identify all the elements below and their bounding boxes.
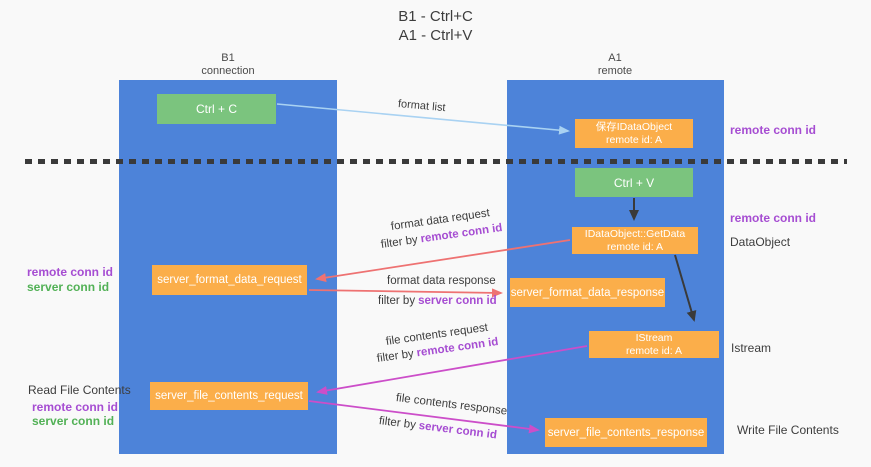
server-file-contents-response-box: server_file_contents_response <box>545 418 707 447</box>
lifeline-b1-role: connection <box>201 65 255 77</box>
server-file-contents-request-box: server_file_contents_request <box>150 382 308 410</box>
left-remote-conn-id-1: remote conn id <box>27 265 114 279</box>
getdata-remote-id: remote id: A <box>606 240 664 253</box>
filter-server-conn-id-2: server conn id <box>418 419 498 442</box>
server-file-contents-request-label: server_file_contents_request <box>155 390 303 402</box>
clipboard-boundary-dashed-line <box>25 159 847 164</box>
format-data-response-label: format data response <box>387 275 496 287</box>
arrow-format-data-response <box>308 288 503 298</box>
istream-title: IStream <box>635 332 673 344</box>
lifeline-header-b1: B1 connection <box>158 52 298 78</box>
istream-remote-id: remote id: A <box>625 344 683 357</box>
filter-by-text-1: filter by <box>380 233 419 251</box>
save-idataobject-title: 保存IDataObject <box>595 121 673 133</box>
filter-by-text-4: filter by <box>378 415 417 432</box>
lifeline-a1-name: A1 <box>608 52 622 64</box>
lifeline-header-a1: A1 remote <box>545 52 685 78</box>
format-list-label: format list <box>397 98 447 115</box>
lifeline-b1-name: B1 <box>221 52 235 64</box>
filter-server-conn-id-1: server conn id <box>418 295 497 307</box>
lifeline-a1-role: remote <box>597 65 633 77</box>
left-remote-conn-id-2: remote conn id <box>32 400 119 414</box>
idataobject-getdata-box: IDataObject::GetData remote id: A <box>572 227 698 254</box>
left-server-conn-id-1: server conn id <box>27 280 110 294</box>
ctrl-c-label: Ctrl + C <box>195 102 237 116</box>
server-format-data-request-box: server_format_data_request <box>152 265 307 295</box>
title-line-1: B1 - Ctrl+C <box>398 8 473 25</box>
save-idataobject-box: 保存IDataObject remote id: A <box>575 119 693 148</box>
ctrl-c-box: Ctrl + C <box>157 94 276 124</box>
diagram-title: B1 - Ctrl+C A1 - Ctrl+V <box>0 7 871 45</box>
write-file-contents-label: Write File Contents <box>737 423 839 437</box>
getdata-title: IDataObject::GetData <box>584 228 686 240</box>
filter-by-text-3: filter by <box>376 347 415 365</box>
server-format-data-response-box: server_format_data_response <box>510 278 665 307</box>
ctrl-v-box: Ctrl + V <box>575 168 693 197</box>
save-idataobject-remote-id: remote id: A <box>605 133 663 146</box>
ctrl-v-label: Ctrl + V <box>613 175 655 190</box>
dataobject-label: DataObject <box>730 235 791 249</box>
istream-side-label: Istream <box>731 341 772 355</box>
title-line-2: A1 - Ctrl+V <box>398 27 473 44</box>
file-contents-response-label: file contents response <box>395 392 508 418</box>
server-format-data-response-label: server_format_data_response <box>510 286 665 299</box>
istream-box: IStream remote id: A <box>589 331 719 358</box>
remote-conn-id-label-top: remote conn id <box>730 123 817 137</box>
remote-conn-id-label-mid: remote conn id <box>730 211 817 225</box>
left-server-conn-id-2: server conn id <box>32 414 115 428</box>
read-file-contents-label: Read File Contents <box>28 383 131 397</box>
server-file-contents-response-label: server_file_contents_response <box>547 426 705 439</box>
filter-by-text-2: filter by <box>378 295 416 307</box>
server-format-data-request-label: server_format_data_request <box>157 274 302 286</box>
